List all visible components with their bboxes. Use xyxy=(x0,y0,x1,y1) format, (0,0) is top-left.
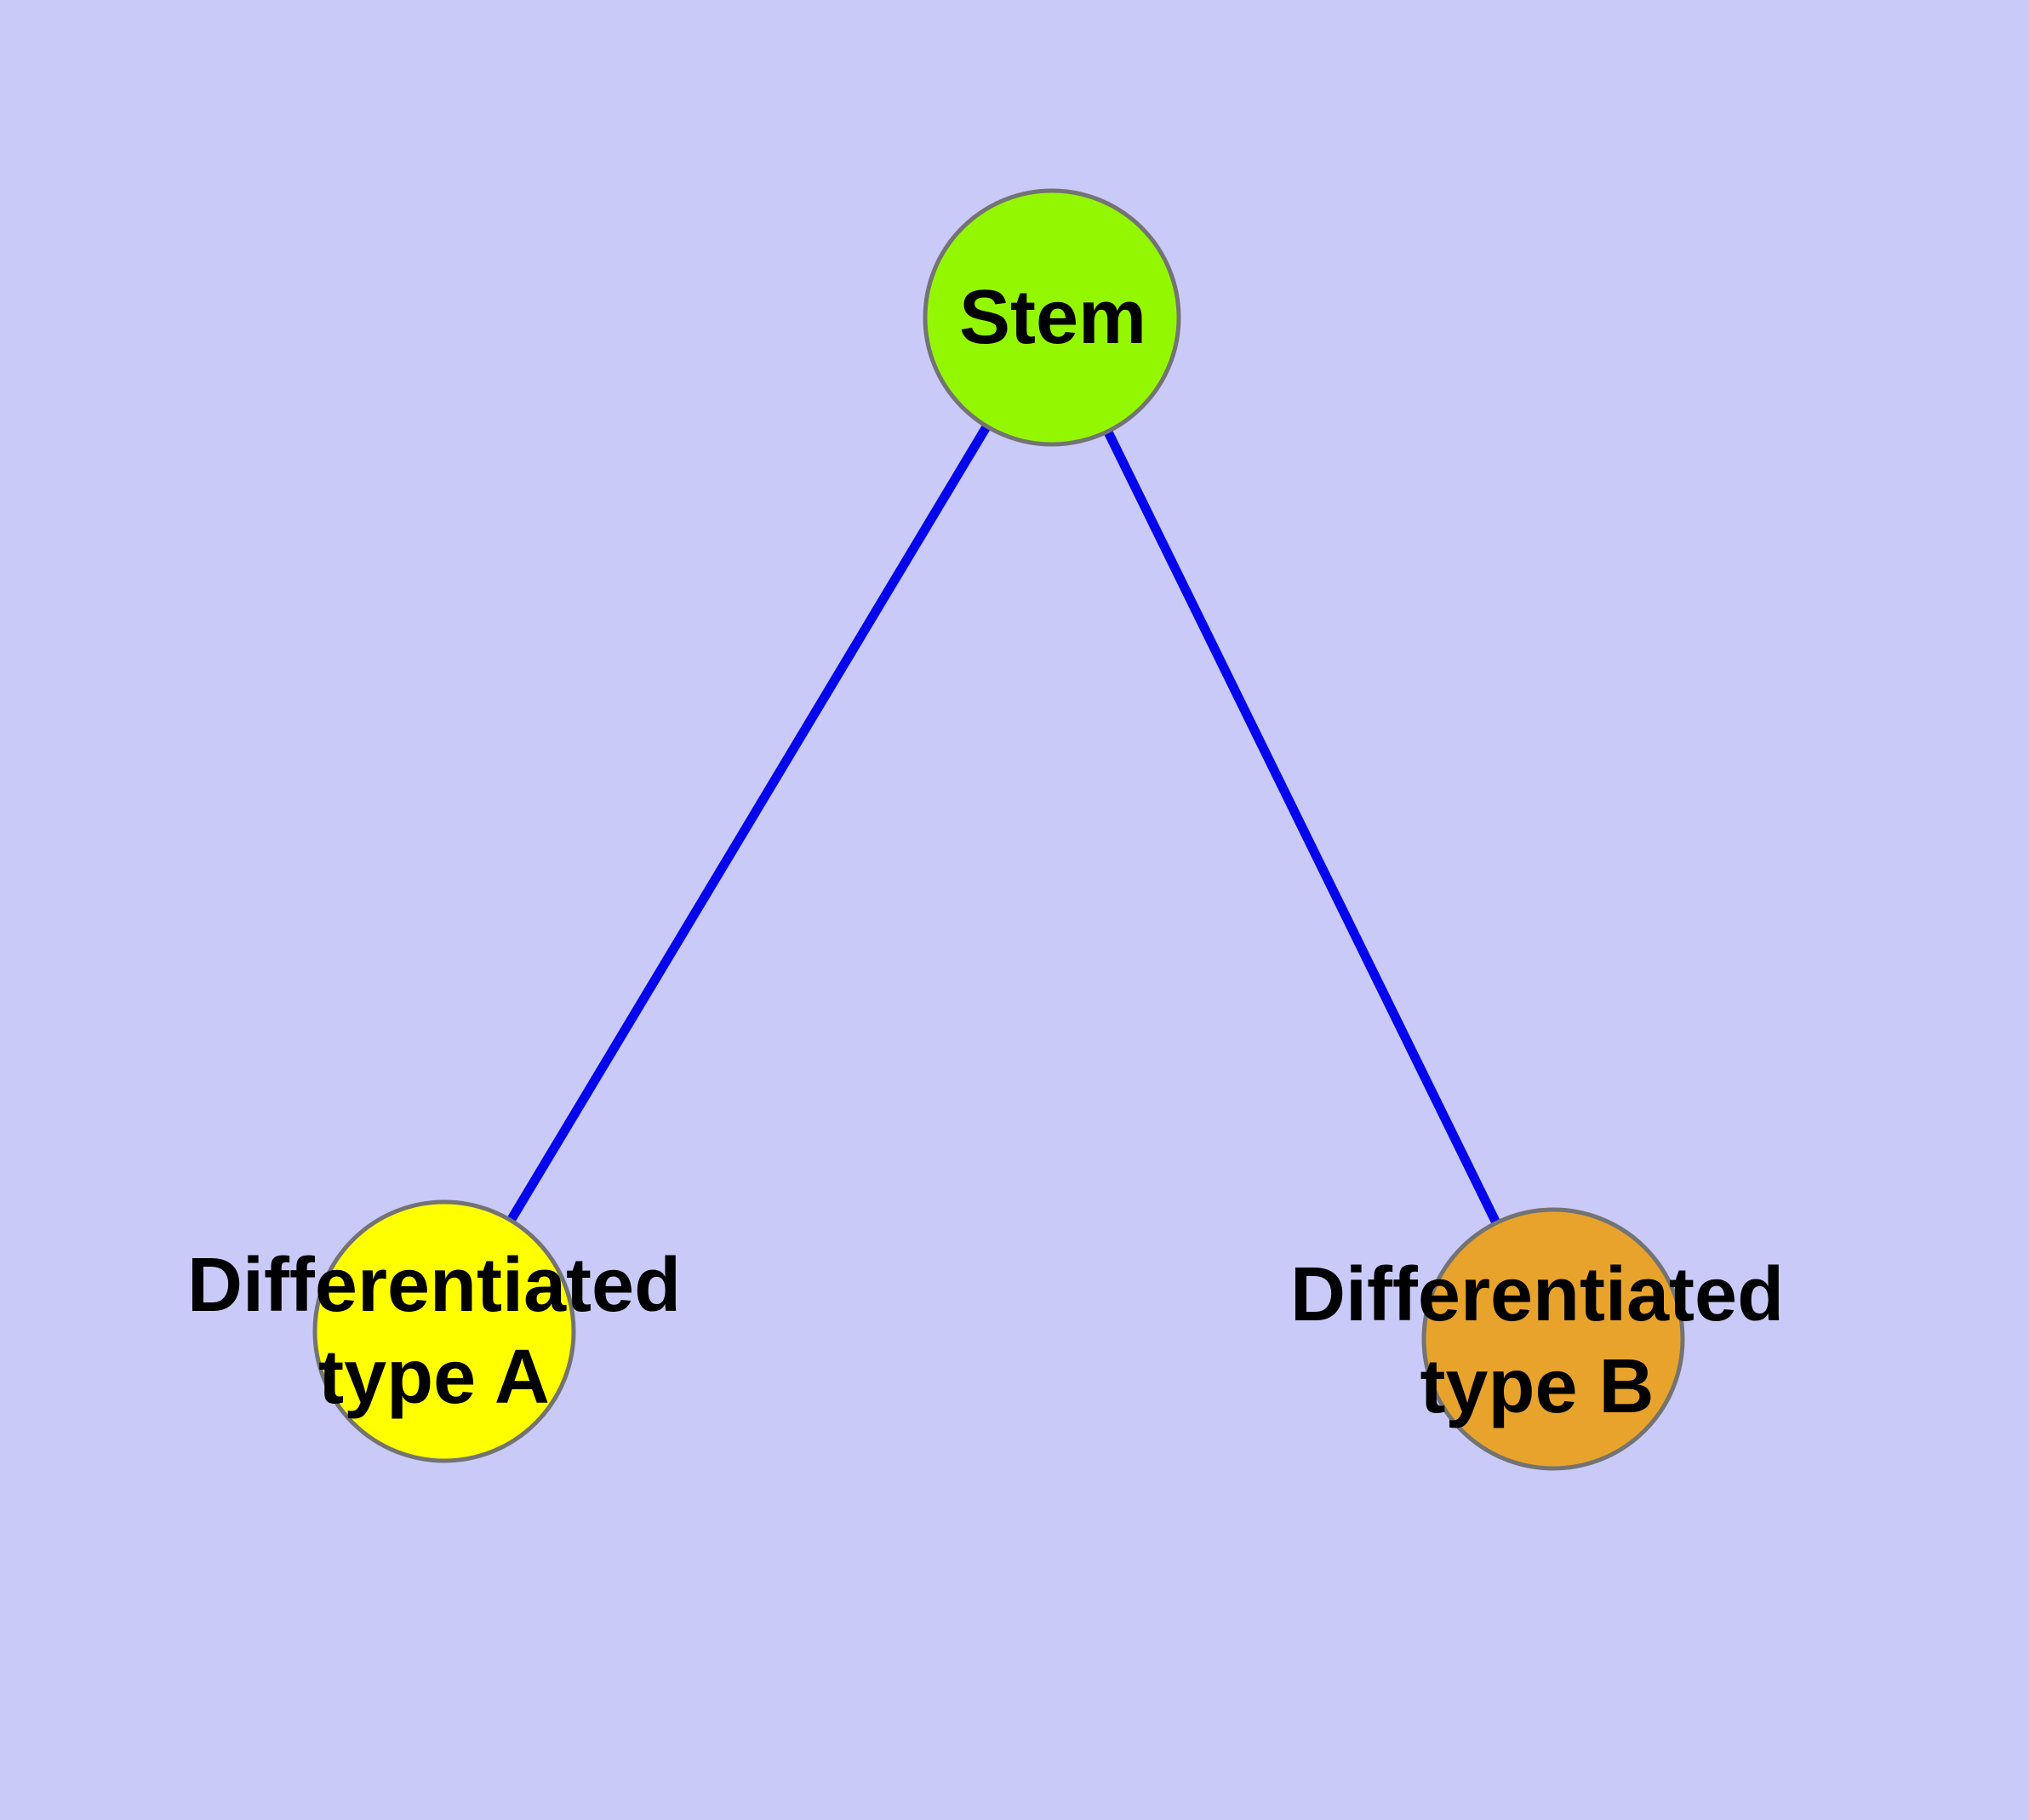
differentiated-type-a-label-line2: type A xyxy=(318,1335,550,1420)
stem-node-circle xyxy=(923,188,1181,447)
stem-node-label-text: Stem xyxy=(958,275,1147,360)
differentiated-type-b-label-line1: Differentiated xyxy=(1289,1252,1785,1337)
differentiated-type-a-label-line1: Differentiated xyxy=(186,1243,682,1328)
differentiated-type-a-node-circle xyxy=(312,1199,576,1463)
stem-node-label: Stem xyxy=(959,272,1146,363)
edge-stem-to-type-a xyxy=(440,315,1056,1334)
differentiated-type-b-node-circle xyxy=(1421,1207,1685,1471)
differentiated-type-a-node-label: Differentiated type A xyxy=(187,1239,681,1423)
differentiated-type-b-label-line2: type B xyxy=(1420,1344,1655,1429)
differentiated-type-b-node-label: Differentiated type B xyxy=(1290,1249,1784,1433)
edge-stem-to-type-b xyxy=(1048,315,1557,1342)
